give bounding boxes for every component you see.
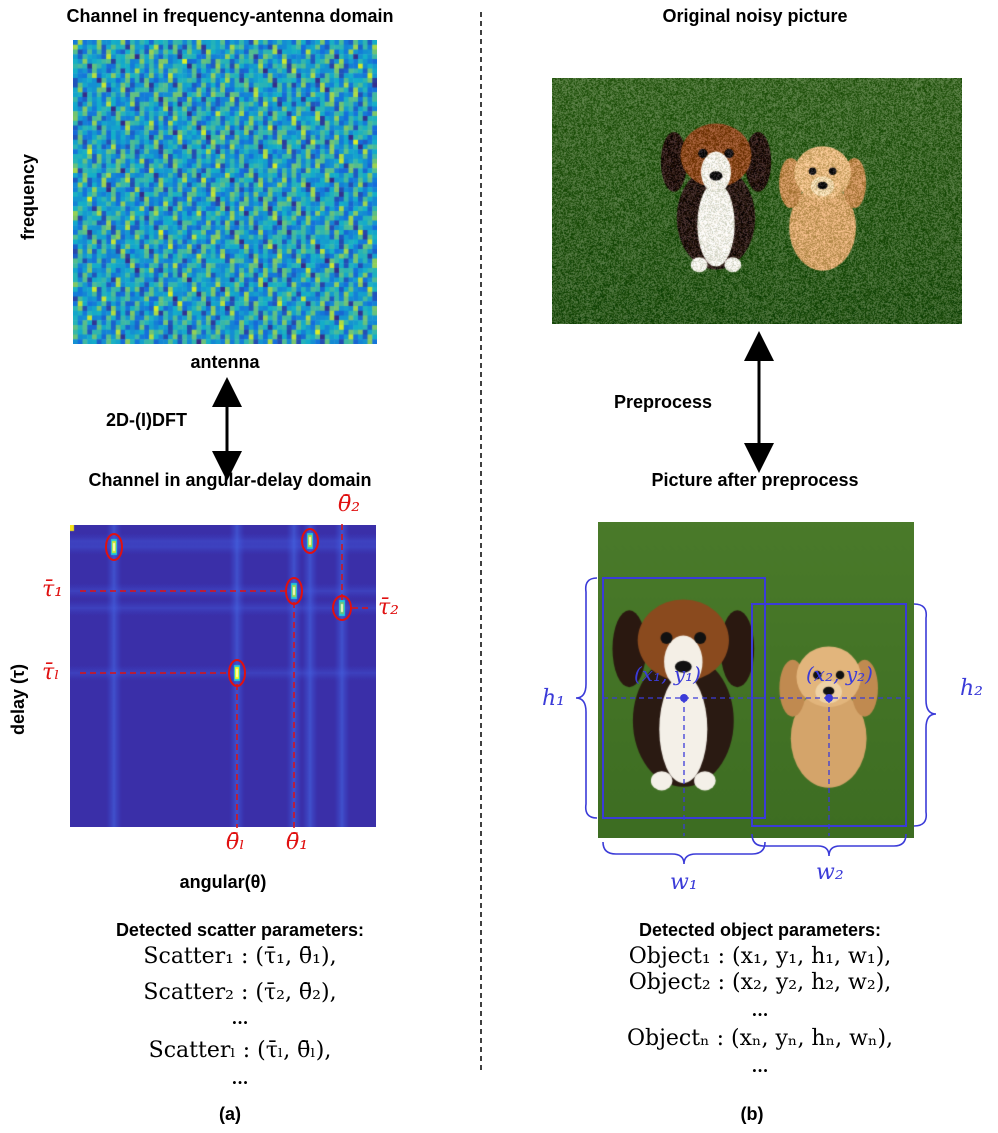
w1-label: w₁ — [670, 870, 698, 895]
w2-label: w₂ — [816, 860, 844, 885]
angular-axis-label: angular(θ) — [179, 872, 267, 892]
clean-picture-title: Picture after preprocess — [651, 470, 859, 490]
object-param-n: Objectₙ : (xₙ, yₙ, hₙ, wₙ), — [626, 1026, 894, 1051]
scatter-param-ellipsis-2: ... — [231, 1069, 249, 1088]
brace-w1 — [602, 841, 766, 865]
freq-antenna-title: Channel in frequency-antenna domain — [66, 6, 394, 26]
brace-h1 — [575, 577, 598, 819]
tau1-mark: τ̄₁ — [42, 577, 63, 602]
caption-a: (a) — [219, 1104, 241, 1124]
center-point-1 — [680, 694, 688, 702]
antenna-axis-label: antenna — [190, 352, 260, 372]
scatter-circle-2 — [332, 595, 352, 621]
object-param-ellipsis-2: ... — [751, 1057, 769, 1076]
h2-label: h₂ — [960, 676, 983, 701]
point-1-label: (x₁, y₁) — [634, 662, 701, 686]
noisy-picture-title: Original noisy picture — [662, 6, 848, 26]
scatter-circle-l — [228, 659, 246, 687]
object-params-title: Detected object parameters: — [638, 920, 882, 940]
noisy-picture — [552, 78, 962, 324]
angular-delay-heatmap — [70, 525, 376, 827]
object-param-2: Object₂ : (x₂, y₂, h₂, w₂), — [628, 970, 892, 995]
taul-mark: τ̄ₗ — [42, 660, 60, 685]
object-param-1: Object₁ : (x₁, y₁, h₁, w₁), — [628, 944, 892, 969]
theta1-mark: θ̄₁ — [286, 830, 309, 855]
freq-antenna-heatmap — [73, 40, 377, 344]
scatter-param-2: Scatter₂ : (τ̄₂, θ̄₂), — [143, 980, 337, 1005]
object-param-ellipsis-1: ... — [751, 1001, 769, 1020]
tau2-mark: τ̄₂ — [378, 595, 399, 620]
scatter-param-ellipsis-1: ... — [231, 1009, 249, 1028]
scatter-circle-b — [301, 528, 319, 554]
preprocessed-picture — [598, 522, 914, 838]
scatter-circle-a — [105, 533, 123, 561]
h1-label: h₁ — [542, 686, 565, 711]
scatter-param-1: Scatter₁ : (τ̄₁, θ̄₁), — [143, 944, 337, 969]
theta2-mark: θ̄₂ — [338, 492, 361, 517]
caption-b: (b) — [740, 1104, 764, 1124]
brace-w2 — [751, 833, 907, 857]
scatter-param-l: Scatterₗ : (τ̄ₗ, θ̄ₗ), — [148, 1038, 332, 1063]
scatter-params-title: Detected scatter parameters: — [115, 920, 365, 940]
scatter-circle-1 — [285, 577, 303, 605]
dft-label: 2D-(I)DFT — [106, 410, 187, 430]
preprocess-label: Preprocess — [614, 392, 713, 412]
center-point-2 — [825, 694, 833, 702]
thetal-mark: θ̄ₗ — [226, 830, 245, 855]
brace-h2 — [913, 603, 937, 827]
point-2-label: (x₂, y₂) — [806, 662, 873, 686]
